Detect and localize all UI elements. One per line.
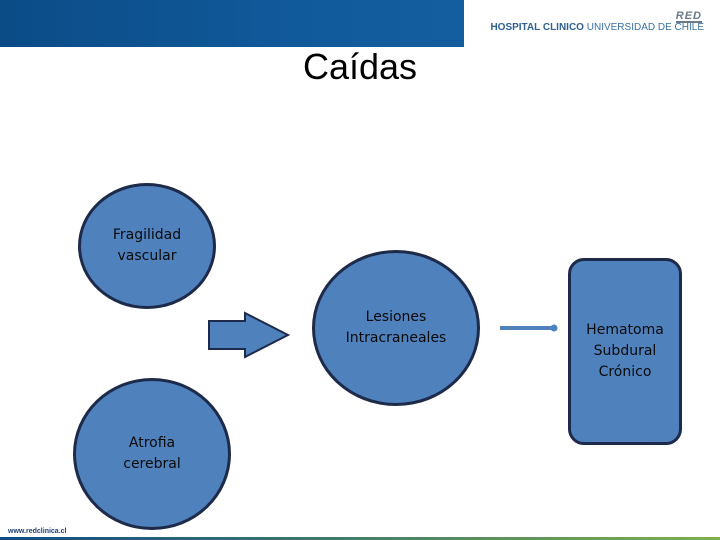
node-label: Lesiones Intracraneales	[345, 309, 447, 346]
slide-title: Caídas	[302, 46, 418, 87]
logo-hospital-name: HOSPITAL CLINICO	[490, 22, 584, 33]
node-fragilidad-vascular: Fragilidad vascular	[78, 183, 216, 309]
node-label: Hematoma Subdural Crónico	[586, 322, 664, 380]
hospital-logo: RED HOSPITAL CLINICO UNIVERSIDAD DE CHIL…	[464, 0, 720, 47]
footer-url: www.redclinica.cl	[8, 528, 67, 535]
node-hematoma-subdural: Hematoma Subdural Crónico	[568, 258, 682, 445]
logo-red-text: RED	[675, 10, 702, 23]
logo-university-name: UNIVERSIDAD DE CHILE	[583, 22, 704, 33]
connector-dot	[550, 324, 558, 332]
node-label: Atrofia cerebral	[123, 435, 181, 472]
logo-hospital-text: HOSPITAL CLINICO UNIVERSIDAD DE CHILE	[490, 22, 704, 33]
node-atrofia-cerebral: Atrofia cerebral	[73, 378, 231, 530]
block-arrow	[208, 311, 291, 359]
node-label: Fragilidad vascular	[112, 227, 182, 264]
footer-bar	[0, 537, 720, 540]
node-lesiones-intracraneales: Lesiones Intracraneales	[312, 250, 480, 406]
